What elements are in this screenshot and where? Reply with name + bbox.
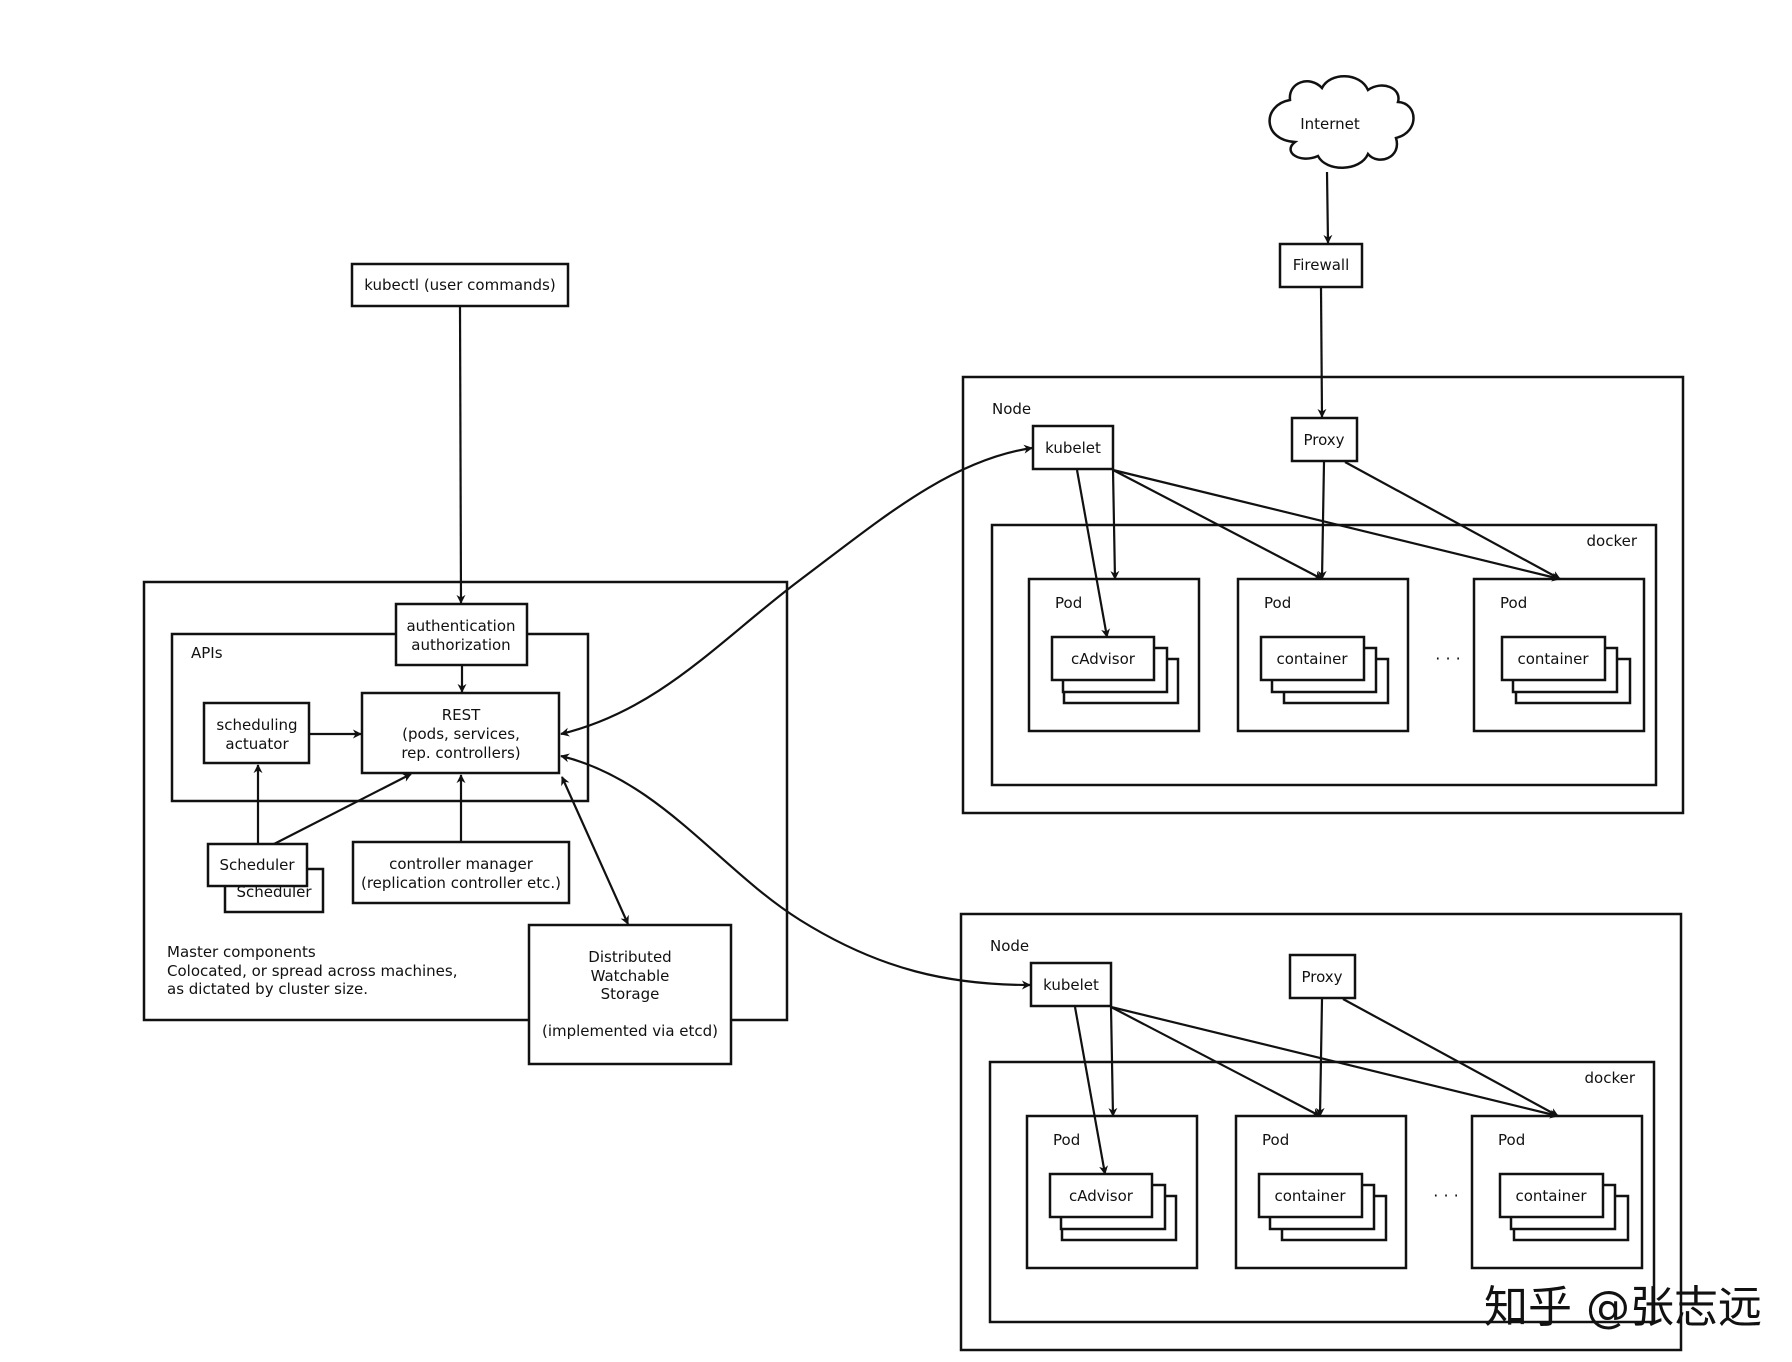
storage-line2: Watchable	[591, 967, 670, 985]
n2-proxy-pod2	[1315, 998, 1325, 1117]
master-caption-line2: Colocated, or spread across machines,	[167, 962, 458, 980]
node-1-kubelet-box	[1031, 424, 1115, 471]
node-1-container-1-label: container	[1276, 650, 1348, 668]
edge-rest-node2-kubelet	[560, 753, 1031, 990]
kubectl-box	[350, 262, 570, 308]
node-2-proxy-box	[1288, 953, 1357, 1000]
node-1-label: Node	[992, 400, 1031, 418]
rest-box	[360, 691, 561, 775]
master-caption-line3: as dictated by cluster size.	[167, 980, 368, 998]
storage-line1: Distributed	[588, 948, 671, 966]
node-2-frame	[959, 912, 1683, 1352]
scheduling-actuator-line2: actuator	[225, 735, 289, 753]
master-components: APIs authentication authorization REST (…	[142, 580, 789, 1066]
auth-label-line1: authentication	[406, 617, 515, 635]
node-2-kubelet-box	[1029, 961, 1113, 1008]
node-1-kubelet-label: kubelet	[1045, 439, 1101, 457]
scheduler-back-label: Scheduler	[236, 883, 312, 901]
scheduler-label: Scheduler	[219, 856, 295, 874]
internet-cloud: Internet	[1268, 75, 1415, 169]
node-2-container-2-label: container	[1515, 1187, 1587, 1205]
node-1-proxy-label: Proxy	[1303, 431, 1344, 449]
node-1-pod-2-label: Pod	[1264, 594, 1291, 612]
n2-kubelet-pod2	[1110, 1006, 1321, 1117]
edge-internet-firewall	[1323, 171, 1333, 244]
storage-line4: (implemented via etcd)	[542, 1022, 718, 1040]
node-1-proxy-box	[1290, 416, 1359, 463]
controller-manager-line2: (replication controller etc.)	[361, 874, 561, 892]
storage-line3: Storage	[601, 985, 660, 1003]
watermark: 知乎 @张志远	[1484, 1282, 1762, 1333]
kubectl-label: kubectl (user commands)	[364, 276, 555, 294]
scheduler-box	[206, 842, 309, 888]
node-2-container-1-label: container	[1274, 1187, 1346, 1205]
node-1-docker-label: docker	[1587, 532, 1638, 550]
node-1-pod-1-label: Pod	[1055, 594, 1082, 612]
node-1-container-2-label: container	[1517, 650, 1589, 668]
edge-firewall-proxy	[1317, 287, 1327, 418]
rest-label-line1: REST	[442, 706, 481, 724]
node-1-container-1-box	[1259, 635, 1366, 682]
n1-kubelet-pod1	[1110, 469, 1120, 580]
node-2-container-1-box	[1257, 1172, 1364, 1219]
scheduling-actuator-box	[202, 701, 311, 765]
firewall-label: Firewall	[1293, 256, 1350, 274]
n1-kubelet-pod3	[1112, 468, 1561, 582]
node-1-pod-3-label: Pod	[1500, 594, 1527, 612]
node-2-ellipsis: · · ·	[1433, 1186, 1458, 1205]
node-2-cadvisor-label: cAdvisor	[1069, 1187, 1134, 1205]
controller-manager-line1: controller manager	[389, 855, 534, 873]
node-2-kubelet-label: kubelet	[1043, 976, 1099, 994]
n2-proxy-pod3	[1342, 998, 1559, 1117]
firewall-box	[1278, 242, 1364, 289]
node-2-docker-label: docker	[1585, 1069, 1636, 1087]
n1-proxy-pod2	[1317, 461, 1327, 580]
node-2-proxy-label: Proxy	[1301, 968, 1342, 986]
apis-label: APIs	[191, 644, 223, 662]
node-2-pod-2-label: Pod	[1262, 1131, 1289, 1149]
n2-kubelet-cadvisor	[1073, 1006, 1108, 1175]
edge-rest-storage	[560, 776, 630, 925]
n2-kubelet-pod1	[1108, 1006, 1118, 1117]
edge-kubectl-auth	[456, 306, 466, 604]
scheduling-actuator-line1: scheduling	[216, 716, 297, 734]
master-caption-line1: Master components	[167, 943, 316, 961]
node-1: Node kubelet Proxy docker Pod cAdvisor P…	[961, 375, 1685, 815]
node-1-container-2-box	[1500, 635, 1607, 682]
n2-kubelet-pod3	[1110, 1005, 1559, 1119]
node-2-pod-3-label: Pod	[1498, 1131, 1525, 1149]
node-1-ellipsis: · · ·	[1435, 649, 1460, 668]
node-2-label: Node	[990, 937, 1029, 955]
node-2-container-2-box	[1498, 1172, 1605, 1219]
n1-kubelet-pod2	[1112, 469, 1323, 580]
internet-label: Internet	[1300, 115, 1360, 133]
n1-kubelet-cadvisor	[1075, 469, 1110, 638]
n1-proxy-pod3	[1344, 461, 1561, 580]
edge-scheduler-rest	[273, 773, 412, 845]
node-1-cadvisor-label: cAdvisor	[1071, 650, 1136, 668]
auth-label-line2: authorization	[411, 636, 510, 654]
edges	[253, 171, 1561, 1175]
edge-rest-node1-kubelet	[560, 444, 1033, 737]
node-2-pod-1-label: Pod	[1053, 1131, 1080, 1149]
cloud-shape	[1268, 75, 1415, 169]
rest-label-line3: rep. controllers)	[401, 744, 520, 762]
rest-label-line2: (pods, services,	[402, 725, 520, 743]
